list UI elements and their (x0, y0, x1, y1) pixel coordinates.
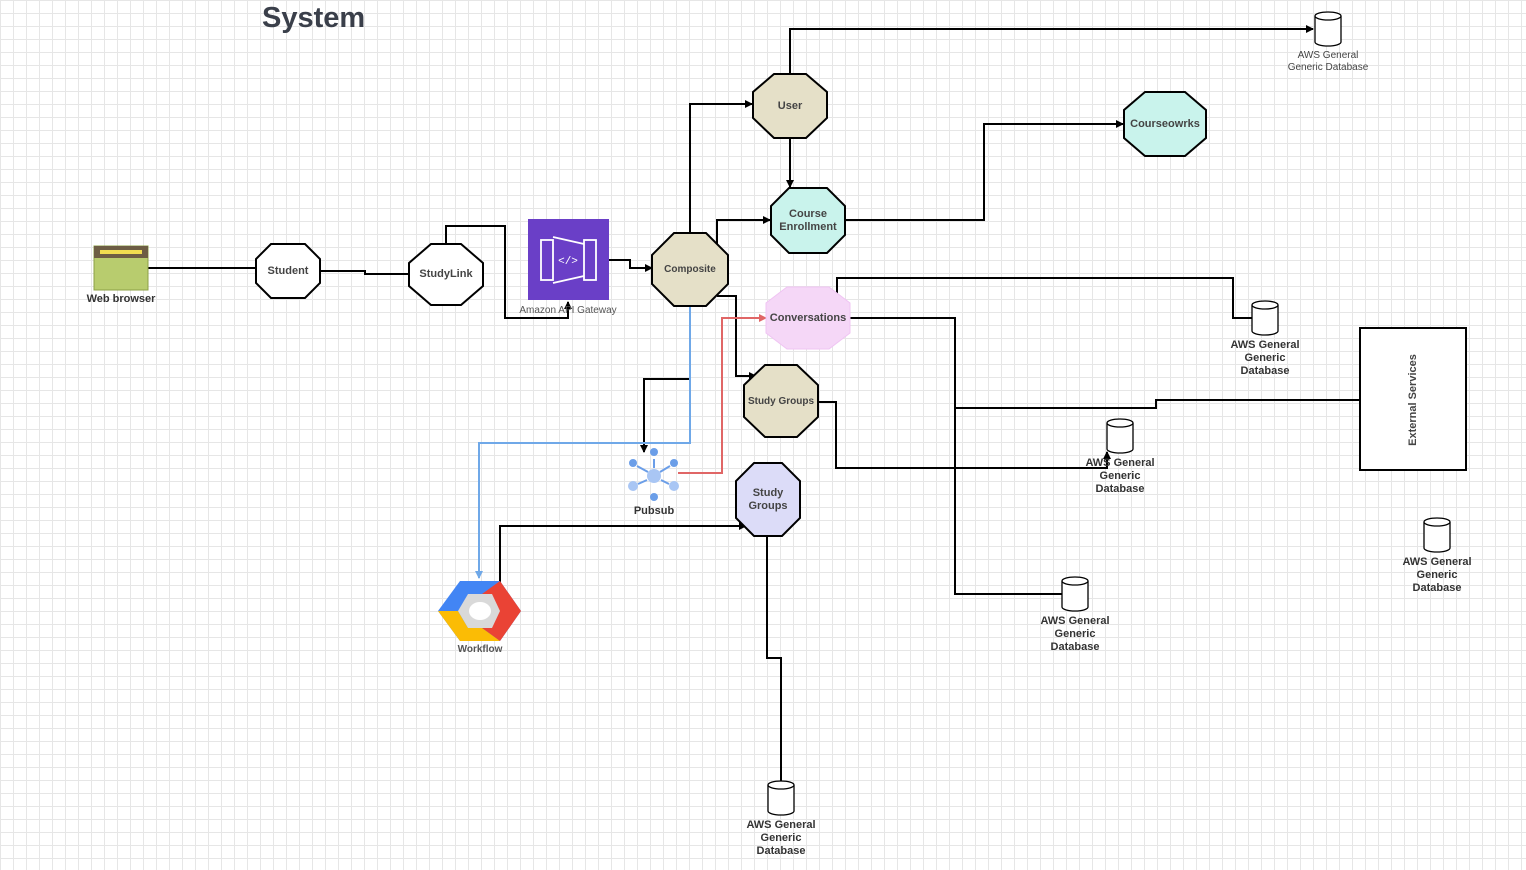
edge-enrollment-courseworks (845, 120, 1124, 221)
edge-composite-pubsub (640, 306, 691, 453)
db-bottom-icon (767, 780, 795, 816)
edge-studygroups2-db (766, 537, 782, 781)
edge-studygroups-db (817, 401, 1111, 469)
db-mid-icon (1061, 576, 1089, 612)
edge-composite-enrollment (716, 216, 771, 244)
studylink-node[interactable] (408, 243, 484, 306)
course-enrollment-node[interactable] (770, 187, 846, 254)
external-services-label: External Services (1407, 354, 1419, 446)
student-label: Student (267, 264, 309, 277)
study-groups-node-1[interactable] (743, 364, 819, 438)
composite-node[interactable] (651, 232, 729, 307)
db-conversations-icon (1251, 300, 1279, 336)
student-node[interactable] (255, 243, 321, 299)
db-user-label: AWS General Generic Database (1287, 50, 1369, 73)
diagram-title: System (262, 2, 366, 34)
edge-conversations-db-bottom (849, 317, 1063, 595)
conversations-node[interactable] (765, 286, 851, 350)
db-study-groups-label: AWS General Generic Database (1085, 457, 1155, 495)
edge-pubsub-conversations (678, 314, 767, 474)
conversations-label: Conversations (769, 311, 847, 324)
study-groups-label-2: Study Groups (748, 486, 788, 512)
studylink-label: StudyLink (419, 268, 473, 280)
db-mid-label: AWS General Generic Database (1040, 615, 1110, 653)
edge-external-services (955, 399, 1359, 409)
db-conversations-label: AWS General Generic Database (1230, 339, 1300, 377)
db-bottom-label: AWS General Generic Database (746, 819, 816, 857)
external-services-box[interactable] (1359, 327, 1467, 471)
edge-student-studylink (320, 270, 409, 275)
course-enrollment-label: Course Enrollment (779, 207, 837, 233)
edge-composite-user (689, 100, 753, 233)
edge-workflow-studygroups (499, 522, 747, 583)
api-gateway-icon[interactable]: </> (528, 219, 609, 300)
pubsub-icon[interactable] (628, 448, 679, 501)
edge-gateway-composite (609, 259, 653, 272)
db-far-right-label: AWS General Generic Database (1402, 556, 1472, 594)
user-label: User (777, 99, 803, 112)
edge-composite-studygroups (717, 295, 757, 380)
edge-conversations-db (836, 277, 1252, 319)
database-cylinders (767, 11, 1451, 816)
edge-composite-workflow (475, 306, 691, 579)
courseworks-label: Courseowrks (1130, 117, 1200, 130)
pubsub-label: Pubsub (633, 505, 675, 517)
svg-text:</>: </> (558, 256, 578, 268)
study-groups-node-2[interactable] (735, 462, 801, 537)
db-study-groups-icon (1106, 418, 1134, 454)
workflow-label: Workflow (457, 644, 503, 655)
api-gateway-label: Amazon API Gateway (519, 305, 617, 316)
courseworks-node[interactable] (1123, 91, 1207, 157)
user-node[interactable] (752, 73, 828, 139)
workflow-icon[interactable] (438, 581, 521, 641)
edge-studylink-gateway (445, 225, 572, 319)
web-browser-label: Web browser (86, 293, 156, 305)
composite-label: Composite (664, 264, 716, 275)
web-browser-icon[interactable] (93, 245, 149, 291)
db-user-icon (1314, 11, 1342, 47)
study-groups-label-1: Study Groups (747, 395, 815, 407)
db-far-right-icon (1423, 517, 1451, 553)
edge-user-db (789, 25, 1314, 74)
